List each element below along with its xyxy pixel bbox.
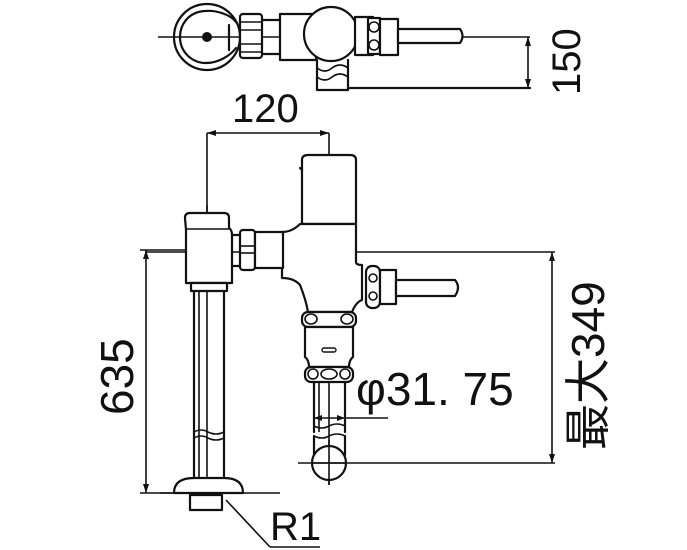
dim-max-349-label: 最大349 [562,281,614,450]
dim-diameter-label: φ31. 75 [356,363,514,415]
dim-635-label: 635 [91,338,143,415]
dim-150-label: 150 [545,28,589,95]
top-view: 150 [158,2,589,95]
dim-r1-label: R1 [270,505,321,549]
dim-120-label: 120 [232,87,299,131]
front-view: φ31. 75 635 最大349 R1 [91,153,614,549]
dim-120: 120 [206,87,330,240]
